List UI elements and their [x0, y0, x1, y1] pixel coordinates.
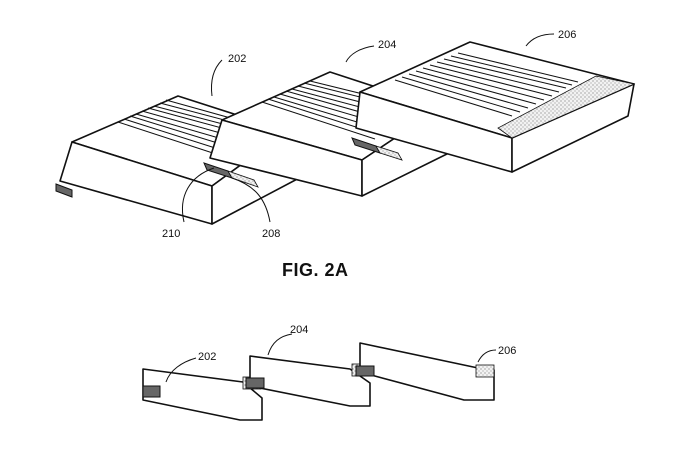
label-206-side: 206 [498, 345, 516, 357]
label-202-iso: 202 [228, 53, 246, 65]
label-204-iso: 204 [378, 39, 396, 51]
block-206-iso [355, 41, 636, 173]
figure-caption: FIG. 2A [282, 260, 349, 280]
block-202-side [142, 368, 263, 421]
isometric-view: 202 204 206 210 208 [55, 29, 636, 240]
block-204-side [245, 355, 371, 407]
label-202-side: 202 [198, 351, 216, 363]
label-208: 208 [262, 228, 280, 240]
side-view: 202 204 206 [142, 324, 516, 421]
leader-lines-iso [182, 33, 555, 223]
label-210: 210 [162, 228, 180, 240]
block-206-side [355, 342, 495, 401]
leader-lines-side [165, 333, 497, 383]
label-206-iso: 206 [558, 29, 576, 41]
label-204-side: 204 [290, 324, 308, 336]
